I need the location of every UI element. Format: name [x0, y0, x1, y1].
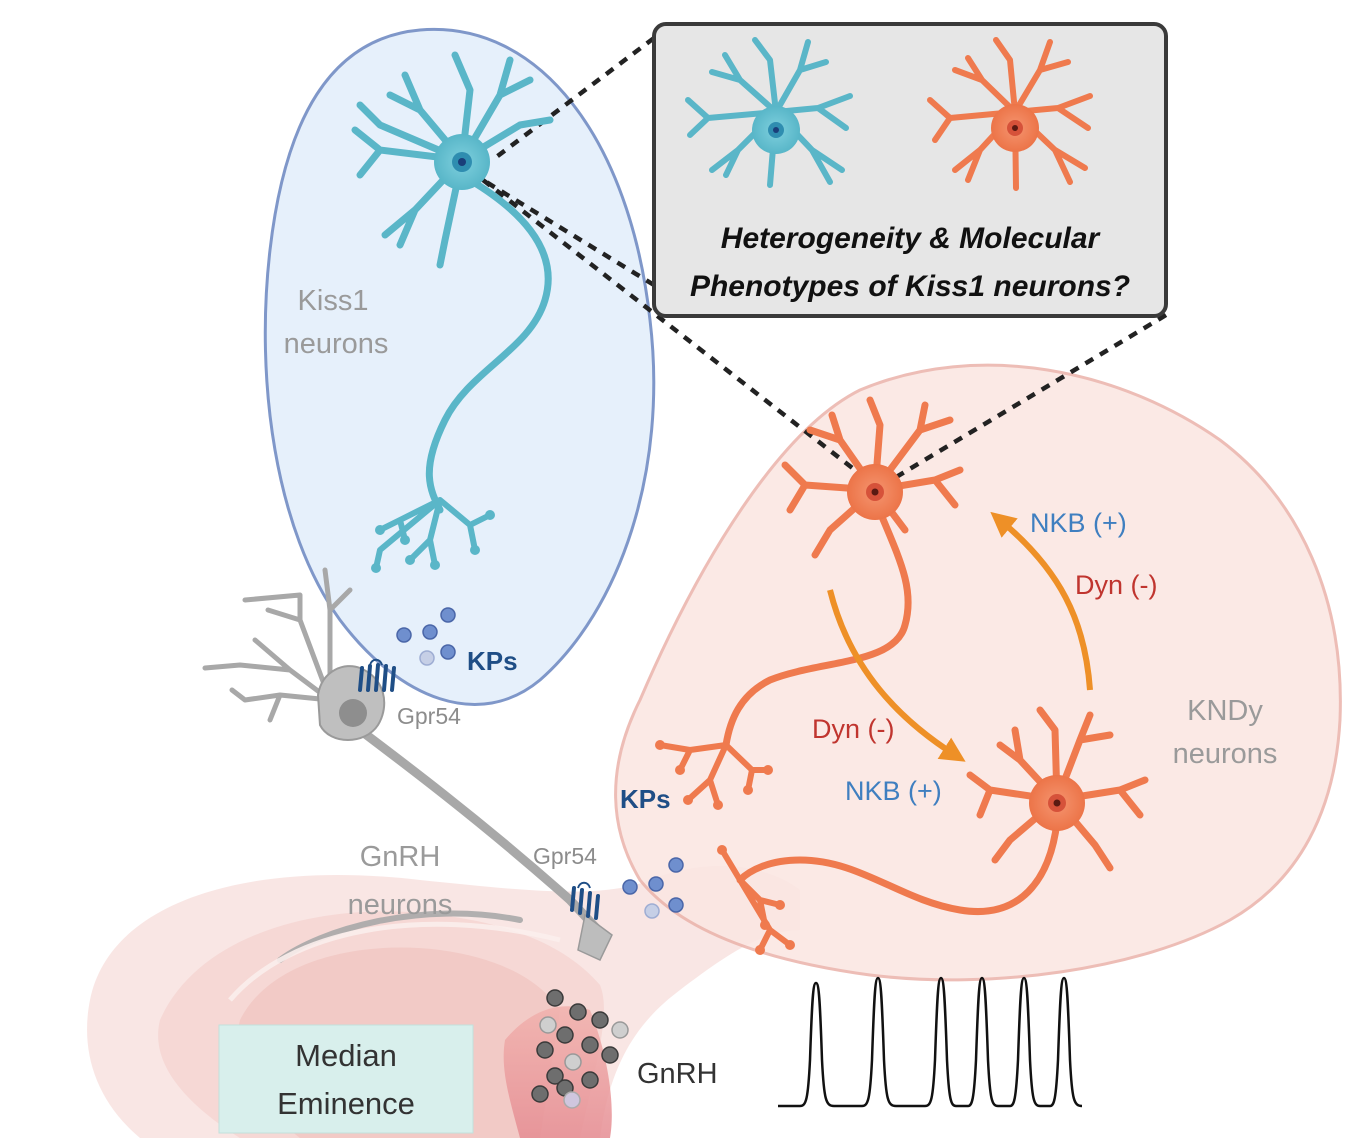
kiss1-neurons-label-line1: Kiss1: [298, 285, 369, 317]
nkb-label-top: NKB (+): [1030, 508, 1127, 538]
gnrh-pulse-trace: [778, 976, 1083, 1108]
kndy-neurons-label-line2: neurons: [1173, 738, 1278, 770]
callout-pointer-kndy-right: [876, 313, 1168, 490]
gnrh-neurons-label-line1: GnRH: [360, 841, 441, 873]
callout-line1: Heterogeneity & Molecular: [721, 222, 1102, 255]
kiss1-axon: [425, 176, 552, 514]
gnrh-granules: [531, 989, 629, 1109]
kiss1-neurons-label-line2: neurons: [284, 328, 389, 360]
callout-line2: Phenotypes of Kiss1 neurons?: [690, 270, 1130, 303]
gpr54-label-top: Gpr54: [397, 703, 461, 729]
kiss1-neuron-icon: [351, 51, 554, 573]
kndy-bottom-axon: [736, 818, 1061, 915]
kps-vesicles-top: [396, 607, 456, 666]
kndy-top-axon: [722, 508, 912, 749]
gpr54-receptor-icon-bottom: [570, 881, 600, 920]
kndy-neurons-label-line1: KNDy: [1187, 695, 1263, 727]
gpr54-label-bottom: Gpr54: [533, 843, 597, 869]
kps-vesicles-bottom: [622, 857, 684, 919]
median-eminence-line2: Eminence: [277, 1086, 415, 1121]
arrow-up-icon: [990, 511, 1093, 691]
gnrh-release-label: GnRH: [637, 1058, 718, 1090]
kndy-neuron-top-icon: [655, 396, 964, 810]
callout-orange-neuron-icon: [927, 37, 1093, 191]
gnrh-neurons-label-line2: neurons: [348, 889, 453, 921]
median-eminence-line1: Median: [295, 1038, 397, 1073]
callout-cyan-neuron-icon: [685, 37, 853, 188]
callout: Heterogeneity & Molecular Phenotypes of …: [481, 22, 1168, 490]
kps-label-top: KPs: [467, 646, 518, 676]
kiss1-region: [263, 27, 656, 706]
nkb-label-bottom: NKB (+): [845, 776, 942, 806]
kps-label-bottom: KPs: [620, 784, 671, 814]
dyn-label-bottom: Dyn (-): [812, 714, 895, 744]
dyn-label-top: Dyn (-): [1075, 570, 1158, 600]
gpr54-receptor-icon-top: [358, 658, 396, 692]
arrow-down-icon: [827, 589, 966, 762]
kndy-neuron-bottom-icon: [717, 706, 1149, 955]
median-eminence-box: [218, 1024, 474, 1134]
kndy-region: [614, 363, 1342, 982]
